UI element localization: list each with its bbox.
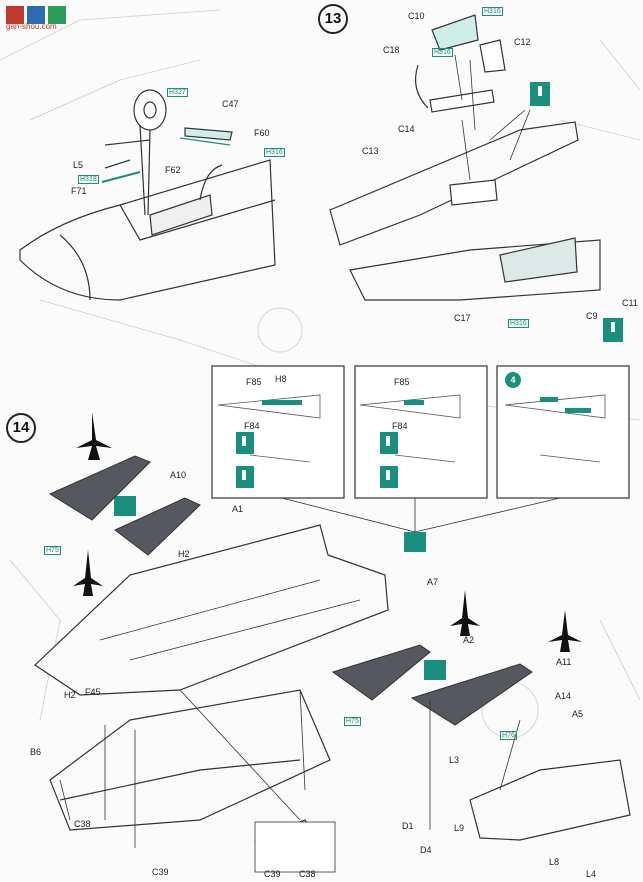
part-label: A10 (170, 470, 187, 480)
part-label: C14 (398, 124, 415, 134)
part-label: L8 (549, 857, 560, 867)
part-label: B6 (30, 747, 42, 757)
inset-part-label: F85 (246, 377, 262, 387)
h-part-label: H327 (167, 88, 188, 97)
inset-part-label: F84 (392, 421, 408, 431)
part-label: C47 (222, 99, 239, 109)
h-part-label: H316 (482, 7, 503, 16)
part-label: A2 (463, 635, 475, 645)
part-label: H2 (64, 690, 76, 700)
h-part-label: H75 (44, 546, 61, 555)
h-part-label: H75 (344, 717, 361, 726)
part-label: C18 (383, 45, 400, 55)
part-label: L3 (449, 755, 460, 765)
part-label: A7 (427, 577, 439, 587)
part-label: F45 (85, 687, 101, 697)
step-14-number: 14 (6, 413, 36, 443)
part-label: C38 (299, 869, 316, 879)
inset-part-label: H8 (275, 374, 287, 384)
part-label: C17 (454, 313, 471, 323)
part-label: D1 (402, 821, 414, 831)
watermark-logo (6, 6, 66, 24)
part-label: C39 (264, 869, 281, 879)
part-label: A1 (232, 504, 244, 514)
step-13-number: 13 (318, 4, 348, 34)
h-part-label: H316 (264, 148, 285, 157)
part-label: L5 (73, 160, 84, 170)
inset-part-label: F84 (244, 421, 260, 431)
part-label: A5 (572, 709, 584, 719)
part-label: L9 (454, 823, 465, 833)
h-part-label: H76 (500, 731, 517, 740)
part-label: C9 (586, 311, 598, 321)
part-label: A14 (555, 691, 572, 701)
option-4-badge: 4 (505, 372, 521, 388)
part-label: F62 (165, 165, 181, 175)
inset-part-label: F85 (394, 377, 410, 387)
part-label: D4 (420, 845, 432, 855)
part-label: L4 (586, 869, 597, 879)
h-part-label: H316 (432, 48, 453, 57)
part-label: C13 (362, 146, 379, 156)
watermark-site: gan-shou.com (6, 22, 57, 31)
part-label: C10 (408, 11, 425, 21)
part-label: F60 (254, 128, 270, 138)
part-label: H2 (178, 549, 190, 559)
h-part-label: H318 (78, 175, 99, 184)
part-label: C12 (514, 37, 531, 47)
part-label: F71 (71, 186, 87, 196)
part-label: A11 (556, 657, 572, 667)
part-label: C11 (622, 298, 638, 308)
part-label: C38 (74, 819, 91, 829)
h-part-label: H316 (508, 319, 529, 328)
part-label: C39 (152, 867, 169, 877)
